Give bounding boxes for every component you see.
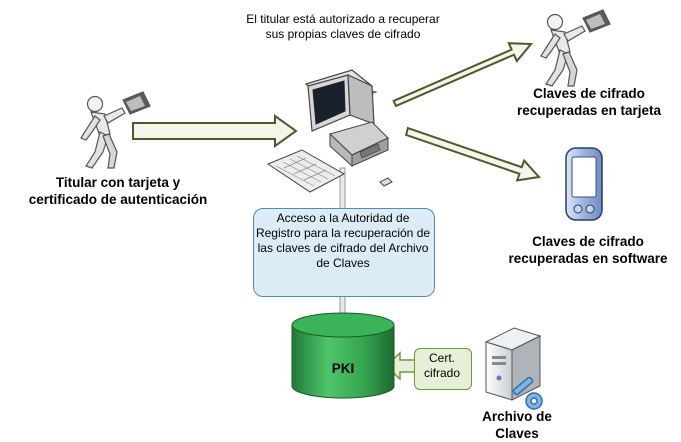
cert-label: Cert. cifrado — [414, 351, 470, 381]
key-archive-line: Claves — [495, 426, 539, 441]
ra-note-text: Acceso a la Autoridad de Registro para l… — [255, 211, 431, 270]
pda-device-icon — [565, 147, 603, 221]
key-archive-line: Archivo de — [482, 409, 552, 424]
software-recovery-line: Claves de cifrado — [532, 234, 644, 249]
top-note-line: sus propias claves de cifrado — [265, 27, 421, 41]
arrow-to-software — [404, 126, 541, 182]
pki-label: PKI — [331, 361, 355, 376]
server-icon — [484, 327, 542, 401]
top-note-line: El titular está autorizado a recuperar — [246, 12, 440, 26]
person-with-card-icon — [540, 9, 611, 87]
arrow-to-computer — [132, 114, 298, 148]
software-recovery-label: Claves de cifrado recuperadas en softwar… — [496, 233, 680, 267]
computer-icon — [266, 69, 393, 193]
left-person-line: certificado de autenticación — [28, 192, 208, 207]
cert-line: Cert. — [428, 351, 455, 365]
card-recovery-label: Claves de cifrado recuperadas en tarjeta — [498, 85, 680, 119]
ra-note-box — [253, 208, 435, 297]
person-with-card-icon — [80, 91, 151, 169]
top-note: El titular está autorizado a recuperar s… — [214, 12, 472, 42]
key-icon — [512, 376, 543, 410]
pki-database-icon — [291, 312, 395, 399]
card-recovery-line: recuperadas en tarjeta — [516, 103, 662, 118]
software-recovery-line: recuperadas en software — [508, 251, 668, 266]
cert-box — [414, 348, 472, 390]
arrow-to-card — [392, 42, 534, 108]
left-person-label: Titular con tarjeta y certificado de aut… — [2, 174, 234, 208]
card-recovery-line: Claves de cifrado — [533, 86, 645, 101]
left-person-line: Titular con tarjeta y — [55, 175, 181, 190]
cert-line: cifrado — [423, 366, 461, 380]
key-archive-label: Archivo de Claves — [462, 408, 572, 442]
